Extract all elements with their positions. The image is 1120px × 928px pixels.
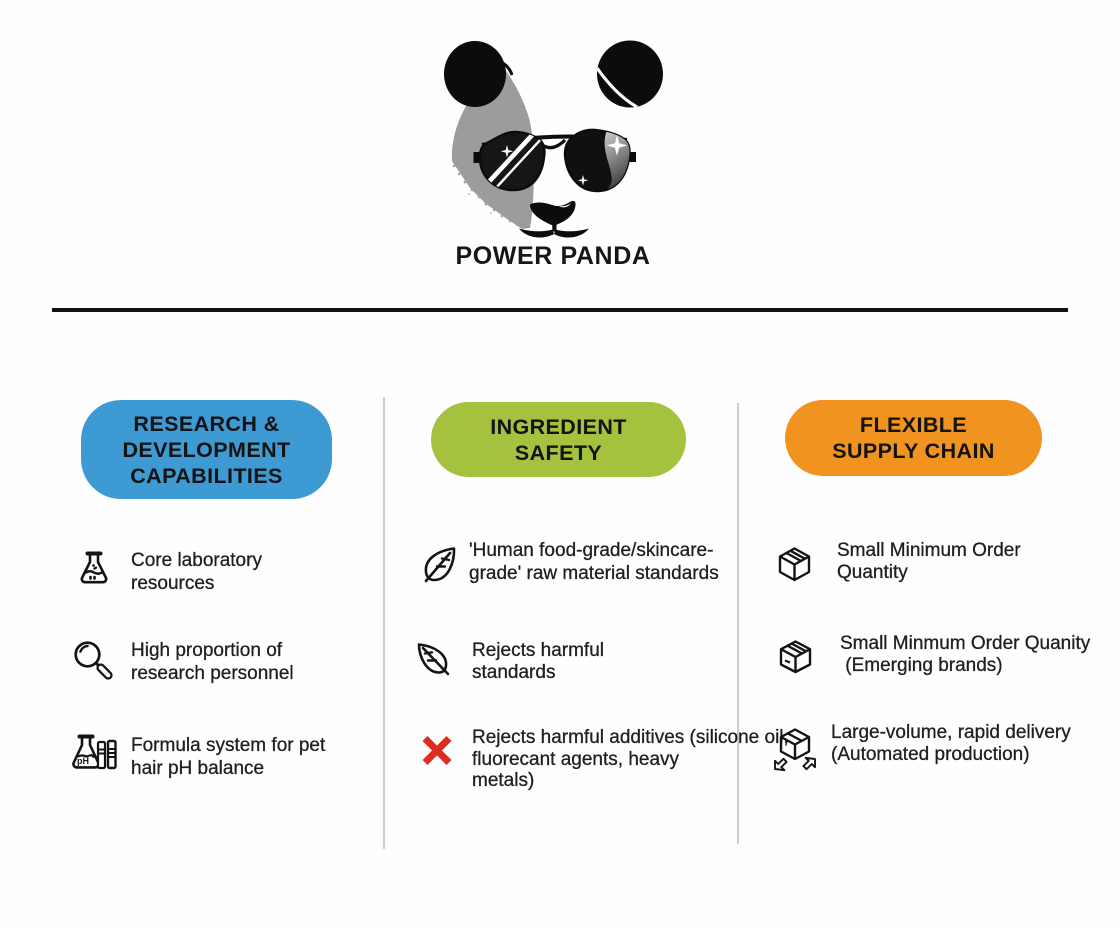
svg-text:pH: pH xyxy=(77,756,89,766)
